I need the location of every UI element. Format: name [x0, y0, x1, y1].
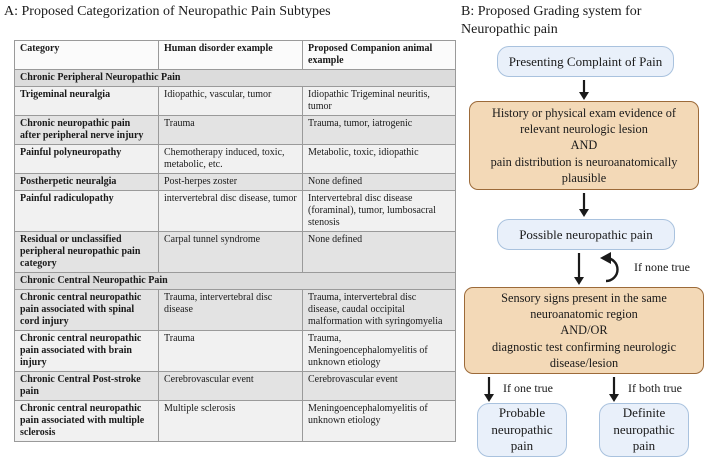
table-row: Chronic central neuropathic pain associa…	[14, 330, 456, 372]
down-arrow-icon	[579, 80, 589, 100]
cell-animal: Intervertebral disc disease (foraminal),…	[302, 190, 456, 232]
flow-box-possible-pain: Possible neuropathic pain	[497, 219, 675, 250]
col-header-animal: Proposed Companion animal example	[302, 40, 456, 70]
cell-human: Carpal tunnel syndrome	[158, 231, 303, 273]
cell-human: intervertebral disc disease, tumor	[158, 190, 303, 232]
table-row: Chronic central neuropathic pain associa…	[14, 289, 456, 331]
cell-category: Chronic neuropathic pain after periphera…	[14, 115, 159, 145]
cell-human: Trauma, intervertebral disc disease	[158, 289, 303, 331]
cell-category: Chronic Central Post-stroke pain	[14, 371, 159, 401]
cell-animal: Metabolic, toxic, idiopathic	[302, 144, 456, 174]
cell-human: Cerebrovascular event	[158, 371, 303, 401]
flow-box-definite-pain: Definite neuropathic pain	[599, 403, 689, 457]
col-header-category: Category	[14, 40, 159, 70]
panel-b-title: B: Proposed Grading system for Neuropath…	[461, 4, 642, 37]
label-if-both-true: If both true	[628, 381, 682, 395]
down-arrow-icon	[484, 377, 494, 402]
cell-animal: Trauma, Meningoencephalomyelitis of unkn…	[302, 330, 456, 372]
flow-box-presenting-complaint: Presenting Complaint of Pain	[497, 46, 674, 77]
cell-category: Chronic central neuropathic pain associa…	[14, 289, 159, 331]
cell-animal: Meningoencephalomyelitis of unknown etio…	[302, 400, 456, 442]
cell-category: Postherpetic neuralgia	[14, 173, 159, 191]
flow-box-probable-pain: Probable neuropathic pain	[477, 403, 567, 457]
table-row: Chronic central neuropathic pain associa…	[14, 400, 456, 442]
section-band-row: Chronic Central Neuropathic Pain	[14, 272, 456, 290]
label-if-none-true: If none true	[634, 260, 690, 274]
panel-a-title: A: Proposed Categorization of Neuropathi…	[4, 4, 331, 19]
cell-animal: None defined	[302, 173, 456, 191]
cell-category: Chronic central neuropathic pain associa…	[14, 330, 159, 372]
section-band-label: Chronic Peripheral Neuropathic Pain	[14, 69, 456, 87]
col-header-human: Human disorder example	[158, 40, 303, 70]
flow-box-sensory-signs: Sensory signs present in the same neuroa…	[464, 287, 704, 374]
cell-human: Post-herpes zoster	[158, 173, 303, 191]
cell-category: Chronic central neuropathic pain associa…	[14, 400, 159, 442]
down-arrow-icon	[579, 193, 589, 217]
cell-animal: Trauma, intervertebral disc disease, cau…	[302, 289, 456, 331]
cell-category: Trigeminal neuralgia	[14, 86, 159, 116]
cell-human: Trauma	[158, 330, 303, 372]
label-if-one-true: If one true	[503, 381, 553, 395]
table-row: Chronic neuropathic pain after periphera…	[14, 115, 456, 145]
cell-human: Chemotherapy induced, toxic, metabolic, …	[158, 144, 303, 174]
cell-human: Trauma	[158, 115, 303, 145]
cell-category: Residual or unclassified peripheral neur…	[14, 231, 159, 273]
cell-human: Multiple sclerosis	[158, 400, 303, 442]
cell-human: Idiopathic, vascular, tumor	[158, 86, 303, 116]
loop-back-arrow-icon	[600, 252, 619, 283]
table-row: Residual or unclassified peripheral neur…	[14, 231, 456, 273]
section-band-row: Chronic Peripheral Neuropathic Pain	[14, 69, 456, 87]
cell-animal: Idiopathic Trigeminal neuritis, tumor	[302, 86, 456, 116]
down-arrow-icon	[609, 377, 619, 402]
table-header-row: Category Human disorder example Proposed…	[14, 40, 456, 70]
subtypes-table: Category Human disorder example Proposed…	[14, 40, 456, 442]
flow-box-history-exam: History or physical exam evidence of rel…	[469, 101, 699, 190]
cell-animal: Trauma, tumor, iatrogenic	[302, 115, 456, 145]
down-arrow-icon	[574, 253, 584, 285]
cell-animal: None defined	[302, 231, 456, 273]
cell-category: Painful radiculopathy	[14, 190, 159, 232]
section-band-label: Chronic Central Neuropathic Pain	[14, 272, 456, 290]
cell-category: Painful polyneuropathy	[14, 144, 159, 174]
cell-animal: Cerebrovascular event	[302, 371, 456, 401]
